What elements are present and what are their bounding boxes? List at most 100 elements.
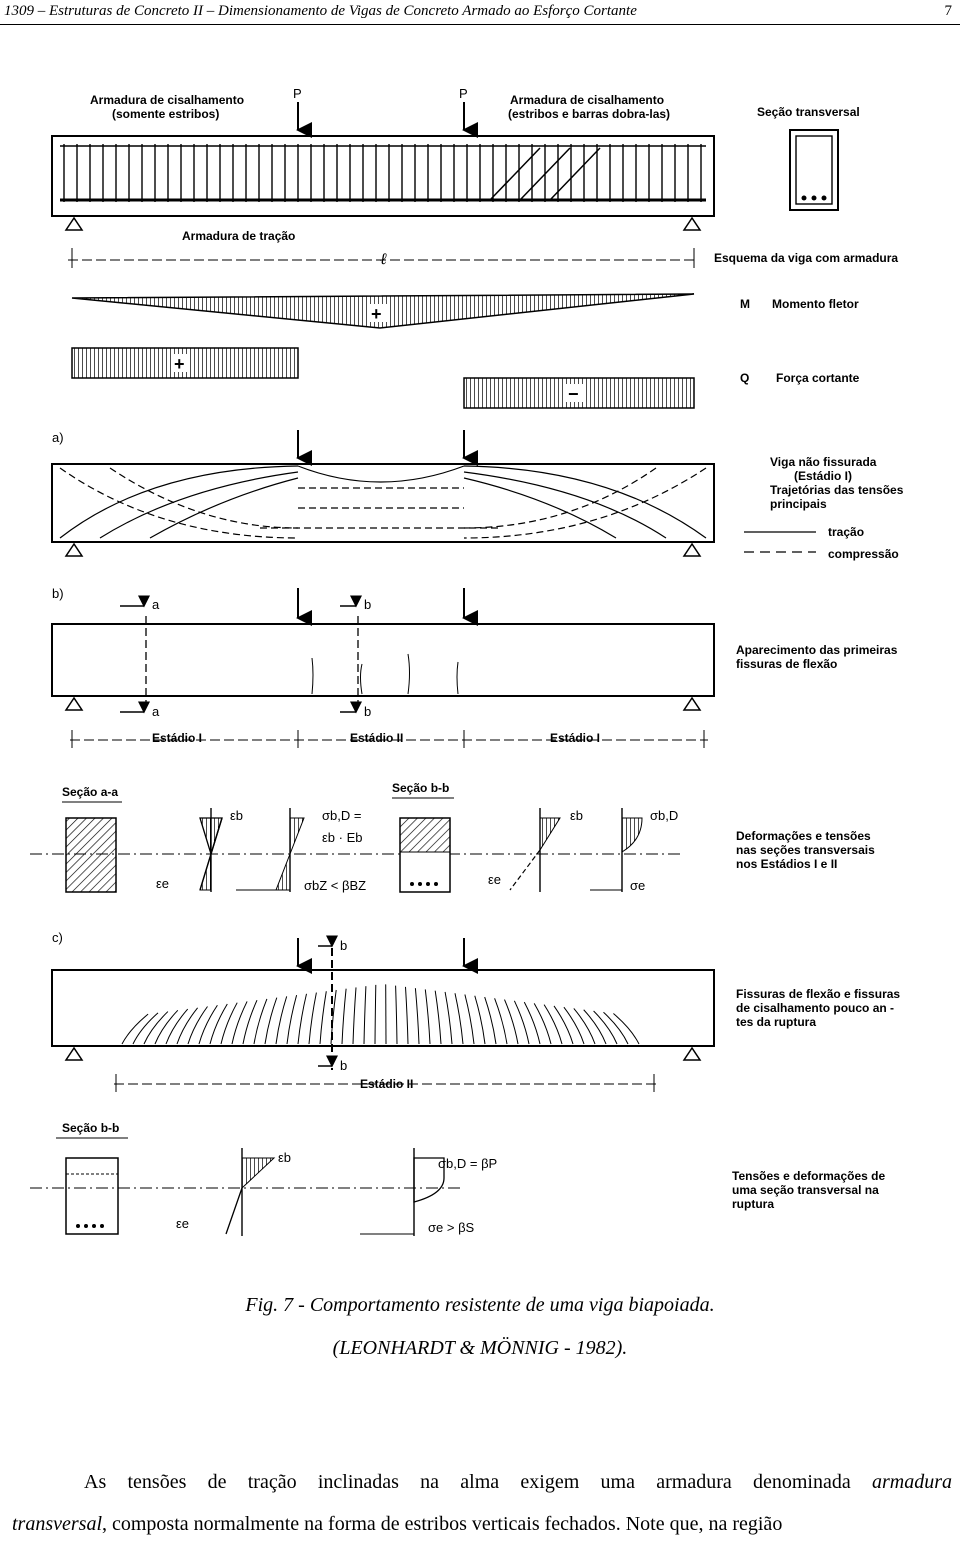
label-shear-reinf-b: Armadura de cisalhamento [510, 93, 664, 107]
sig-bd-2: σb,D [650, 808, 678, 823]
load-p-left: P [293, 86, 302, 101]
label-section-aa: Seção a-a [62, 785, 118, 799]
section-a-bottom: a [152, 704, 160, 719]
crack [133, 1013, 158, 1044]
crack [287, 995, 297, 1044]
part-a-label: a) [52, 430, 64, 445]
body-em-2: transversal [12, 1513, 102, 1535]
label-uncracked-4: principais [770, 497, 827, 511]
label-first-cracks-2: fissuras de flexão [736, 657, 837, 671]
sig-bd-bp: σb,D = βP [438, 1156, 497, 1171]
crack [455, 993, 463, 1044]
eps-e-3: εe [176, 1216, 189, 1231]
crack [221, 1003, 237, 1044]
section-b-c-top: b [340, 938, 347, 953]
legend-tension: tração [828, 525, 864, 539]
crack [177, 1008, 198, 1044]
label-scheme: Esquema da viga com armadura [714, 251, 898, 265]
eps-e-2: εe [488, 872, 501, 887]
crack [396, 986, 397, 1044]
sig-bz: σbZ < βBZ [304, 878, 366, 893]
section-at-failure: Seção b-b εb εe σb,D = βP σe > βS Tensõe… [30, 1121, 885, 1236]
crack [554, 1006, 573, 1044]
crack [144, 1012, 168, 1044]
shear-diagram: + − Q Força cortante [72, 348, 860, 408]
label-stage-2-c: Estádio II [360, 1077, 413, 1091]
part-b-label: b) [52, 586, 64, 601]
label-uncracked-1: Viga não fissurada [770, 455, 877, 469]
label-m: M [740, 297, 750, 311]
label-q: Q [740, 371, 749, 385]
crack [276, 996, 287, 1044]
figure-caption-line2: (LEONHARDT & MÖNNIG - 1982). [0, 1337, 960, 1360]
crack [574, 1008, 595, 1044]
label-first-cracks-1: Aparecimento das primeiras [736, 643, 898, 657]
body-paragraph-line1: As tensões de tração inclinadas na alma … [12, 1462, 952, 1502]
crack [465, 995, 474, 1045]
label-cracks-3: tes da ruptura [736, 1015, 816, 1029]
crack [485, 997, 496, 1044]
load-p-right: P [459, 86, 468, 101]
body-text-2: , composta normalmente na forma de estri… [102, 1513, 782, 1535]
label-stage-1-left: Estádio I [152, 731, 202, 745]
crack [445, 992, 452, 1044]
moment-plus-sign: + [371, 304, 382, 324]
label-span: ℓ [380, 251, 387, 268]
page-number: 7 [945, 3, 953, 20]
crack [375, 985, 376, 1044]
label-tension-reinf: Armadura de tração [182, 229, 295, 243]
figure-caption-line1: Fig. 7 - Comportamento resistente de uma… [0, 1294, 960, 1317]
crack [342, 989, 346, 1044]
crack [199, 1005, 217, 1044]
label-cross-section: Seção transversal [757, 105, 860, 119]
sig-e-1: σe [630, 878, 645, 893]
crack [524, 1002, 540, 1044]
crack [298, 994, 307, 1044]
eps-b-3: εb [278, 1150, 291, 1165]
label-uncracked-2: (Estádio I) [794, 469, 852, 483]
section-b-bottom: b [364, 704, 371, 719]
label-failure-1: Tensões e deformações de [732, 1169, 885, 1183]
body-text-1: As tensões de tração inclinadas na alma … [84, 1471, 872, 1493]
part-a-uncracked: a) Viga não fissurada (Estádio I) Trajet… [52, 430, 904, 561]
label-section-bb: Seção b-b [392, 781, 449, 795]
crack [544, 1005, 562, 1044]
label-deform-1: Deformações e tensões [736, 829, 871, 843]
beam-scheme: Armadura de cisalhamento (somente estrib… [52, 86, 898, 268]
label-cracks-2: de cisalhamento pouco an - [736, 1001, 894, 1015]
label-moment: Momento fletor [772, 297, 859, 311]
crack [188, 1007, 208, 1045]
crack [254, 999, 267, 1044]
label-stage-1-right: Estádio I [550, 731, 600, 745]
label-shear-reinf-a2: (somente estribos) [112, 107, 219, 121]
running-title: 1309 – Estruturas de Concreto II – Dimen… [4, 3, 637, 20]
crack [534, 1003, 551, 1044]
crack [475, 996, 485, 1044]
section-b-top: b [364, 597, 371, 612]
label-shear: Força cortante [776, 371, 860, 385]
body-paragraph-line2: transversal, composta normalmente na for… [12, 1504, 952, 1544]
crack [564, 1007, 584, 1044]
legend-compression: compressão [828, 547, 899, 561]
label-uncracked-3: Trajetórias das tensões [770, 483, 904, 497]
part-c-label: c) [52, 930, 63, 945]
crack [320, 991, 326, 1044]
label-shear-reinf-a: Armadura de cisalhamento [90, 93, 244, 107]
crack [364, 986, 366, 1044]
sections-stages-1-2: Seção a-a εb εe σb,D = εb · Eb σbZ < βBZ… [30, 781, 875, 893]
crack [505, 1000, 519, 1044]
shear-plus-sign: + [174, 354, 185, 374]
eps-b-1: εb [230, 808, 243, 823]
crack [353, 987, 356, 1044]
label-failure-2: uma seção transversal na [732, 1183, 879, 1197]
section-b-c-bottom: b [340, 1058, 347, 1073]
label-shear-reinf-b2: (estribos e barras dobra-las) [508, 107, 670, 121]
crack [425, 989, 430, 1044]
label-cracks-1: Fissuras de flexão e fissuras [736, 987, 900, 1001]
label-stage-2: Estádio II [350, 731, 403, 745]
crack [309, 993, 316, 1044]
label-deform-2: nas seções transversais [736, 843, 875, 857]
part-c-near-failure: c) b b Fissuras de flexão e fissuras de … [52, 930, 900, 1092]
beam-behavior-figure: Armadura de cisalhamento (somente estrib… [30, 68, 942, 1248]
crack [435, 991, 441, 1044]
